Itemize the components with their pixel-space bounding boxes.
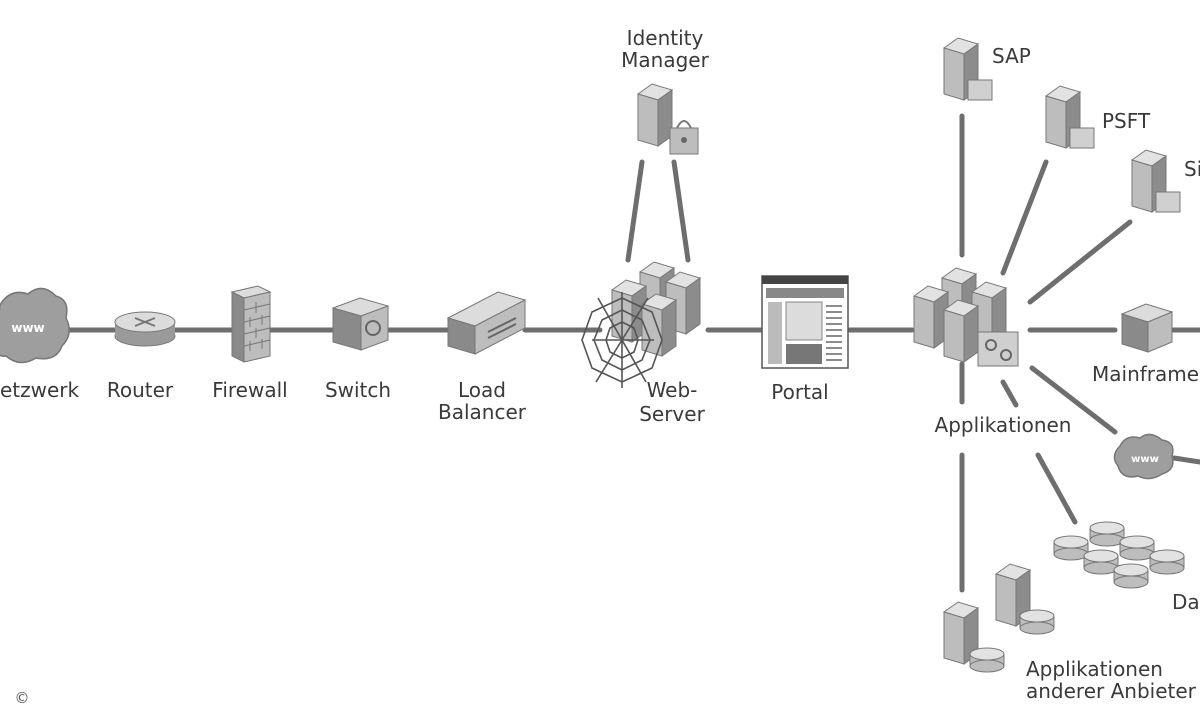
label-firewall: Firewall bbox=[212, 378, 288, 402]
cloud-www-text: www bbox=[11, 321, 44, 335]
connection-lines bbox=[57, 113, 1200, 593]
connector-app-www bbox=[1029, 365, 1118, 435]
label-portal: Portal bbox=[771, 380, 829, 404]
label-netzwerk: etzwerk bbox=[0, 378, 80, 402]
connector-identity-webserver-b bbox=[671, 159, 691, 263]
label-load-balancer-line1: Load bbox=[458, 378, 506, 402]
sap-server-icon bbox=[943, 37, 993, 101]
cloud-right-www-text: www bbox=[1131, 454, 1159, 465]
load-balancer-icon bbox=[446, 291, 527, 355]
switch-icon bbox=[331, 297, 390, 351]
psft-server-icon bbox=[1045, 85, 1095, 149]
label-applikationen: Applikationen bbox=[934, 413, 1072, 437]
cloud-icon-right: www bbox=[1113, 433, 1174, 480]
label-identity-manager-line1: Identity bbox=[626, 26, 704, 50]
firewall-icon bbox=[230, 285, 272, 363]
connector-app-siebel bbox=[1027, 219, 1133, 305]
siebel-server-icon bbox=[1131, 149, 1181, 213]
label-load-balancer-line2: Balancer bbox=[438, 400, 526, 424]
spider-web-icon bbox=[581, 292, 663, 388]
mainframe-icon bbox=[1120, 303, 1200, 353]
label-third-party-line1: Applikationen bbox=[1026, 657, 1163, 681]
label-third-party-line2: anderer Anbieter bbox=[1026, 680, 1196, 702]
label-router: Router bbox=[106, 378, 174, 402]
label-siebel: Si bbox=[1184, 158, 1200, 180]
identity-server-icon bbox=[637, 83, 699, 155]
label-switch: Switch bbox=[324, 378, 392, 402]
label-psft: PSFT bbox=[1102, 109, 1151, 133]
router-icon bbox=[114, 311, 176, 347]
connector-app-diag-short bbox=[1000, 379, 1019, 408]
portal-icon bbox=[761, 275, 849, 369]
database-icon bbox=[1053, 521, 1185, 589]
connector-app-psft bbox=[1000, 159, 1049, 276]
label-sap: SAP bbox=[992, 44, 1031, 68]
label-mainframe: Mainframe bbox=[1092, 363, 1200, 385]
label-identity-manager-line2: Manager bbox=[621, 48, 709, 72]
copyright-mark: © bbox=[14, 689, 30, 707]
web-server-icon bbox=[611, 261, 701, 357]
connector-identity-webserver-a bbox=[625, 159, 645, 263]
label-web-server-line2: Server bbox=[639, 402, 705, 426]
connector-app-datenbanken bbox=[1035, 452, 1078, 525]
label-web-server-line1: Web- bbox=[646, 378, 698, 402]
label-datenbanken: Da bbox=[1172, 591, 1200, 613]
application-server-icon bbox=[913, 267, 1019, 367]
cloud-icon: www bbox=[0, 287, 70, 364]
connector-www-right bbox=[1171, 455, 1200, 465]
